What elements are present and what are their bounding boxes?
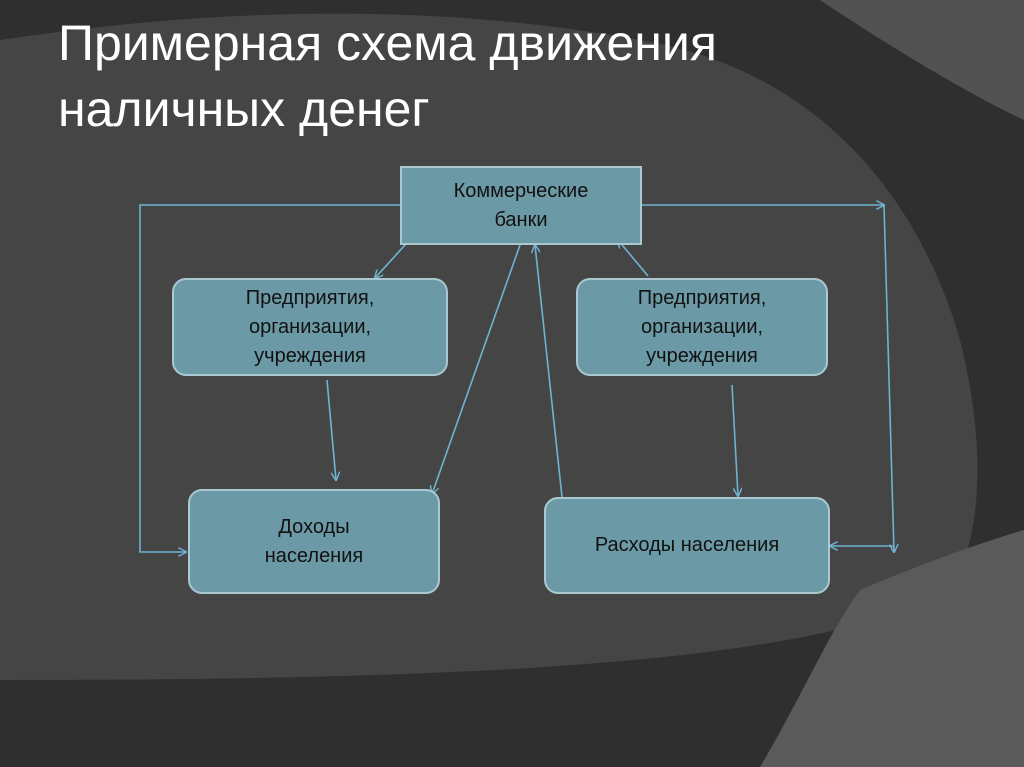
slide-title-line-1: Примерная схема движения: [58, 15, 717, 71]
connector-banks-to-income-loop: [139, 204, 400, 552]
node-banks-line-2: банки: [494, 208, 548, 231]
node-enterprises-left: Предприятия, организации, учреждения: [172, 278, 448, 376]
node-banks-line-1: Коммерческие: [453, 179, 589, 202]
slide-title-line-2: наличных денег: [58, 81, 430, 137]
node-commercial-banks: Коммерческие банки: [400, 166, 642, 245]
node-income-line-2: населения: [264, 544, 364, 567]
connector-right-rail: [883, 204, 894, 552]
node-household-expenses: Расходы населения: [544, 497, 830, 594]
connector-enterprises-left-to-income: [326, 379, 336, 480]
node-enterprises-left-line-3: учреждения: [254, 344, 366, 367]
node-expenses-line-1: Расходы населения: [594, 534, 780, 556]
node-enterprises-left-line-1: Предприятия,: [245, 286, 375, 309]
connector-enterprises-right-to-expenses: [731, 384, 738, 496]
node-enterprises-right-line-3: учреждения: [646, 344, 758, 367]
node-enterprises-right-line-2: организации,: [640, 315, 764, 338]
node-income-line-1: Доходы: [278, 515, 350, 538]
node-household-income: Доходы населения: [188, 489, 440, 594]
node-enterprises-right: Предприятия, организации, учреждения: [576, 278, 828, 376]
slide-title: Примерная схема движения наличных денег: [58, 10, 958, 142]
node-enterprises-left-line-2: организации,: [248, 315, 372, 338]
connector-banks-to-income: [432, 244, 521, 494]
connector-enterprises-right-to-banks: [618, 240, 649, 277]
connector-expenses-to-banks: [535, 245, 563, 498]
node-enterprises-right-line-1: Предприятия,: [637, 286, 767, 309]
